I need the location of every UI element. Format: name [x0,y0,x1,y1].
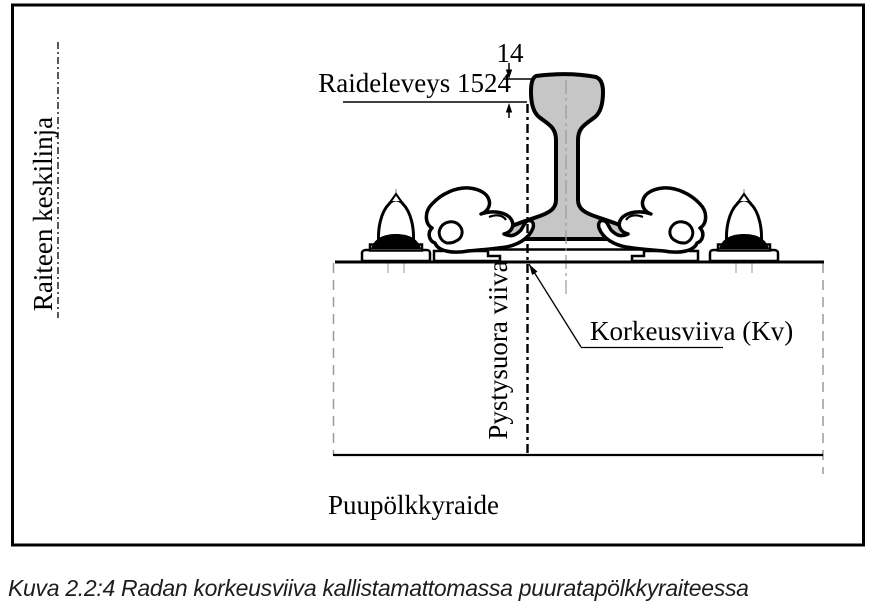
bolt-base [360,248,432,263]
height-line-label: Korkeusviiva (Kv) [590,316,793,346]
bolt-tip [390,192,402,202]
figure-caption: Kuva 2.2:4 Radan korkeusviiva kallistama… [8,575,749,601]
vertical-line-label: Pystysuora viiva [483,260,513,439]
dim-arrow-down [505,69,513,79]
track-centerline-label: Raiteen keskilinja [28,117,58,311]
gauge-label: Raideleveys 1524 [318,68,511,98]
dim-arrow-up [505,103,513,113]
rail-clip-left [424,186,536,263]
gauge-offset-label: 14 [497,38,525,68]
clip-inner-loop [437,220,464,245]
sleeper-track-label: Puupölkkyraide [328,490,499,520]
bolt-washer [371,234,421,249]
height-line-leader [528,263,582,348]
sleeper-screw-left [360,189,432,273]
clip-inner-line [488,214,507,221]
height-line-arrow [529,264,538,275]
